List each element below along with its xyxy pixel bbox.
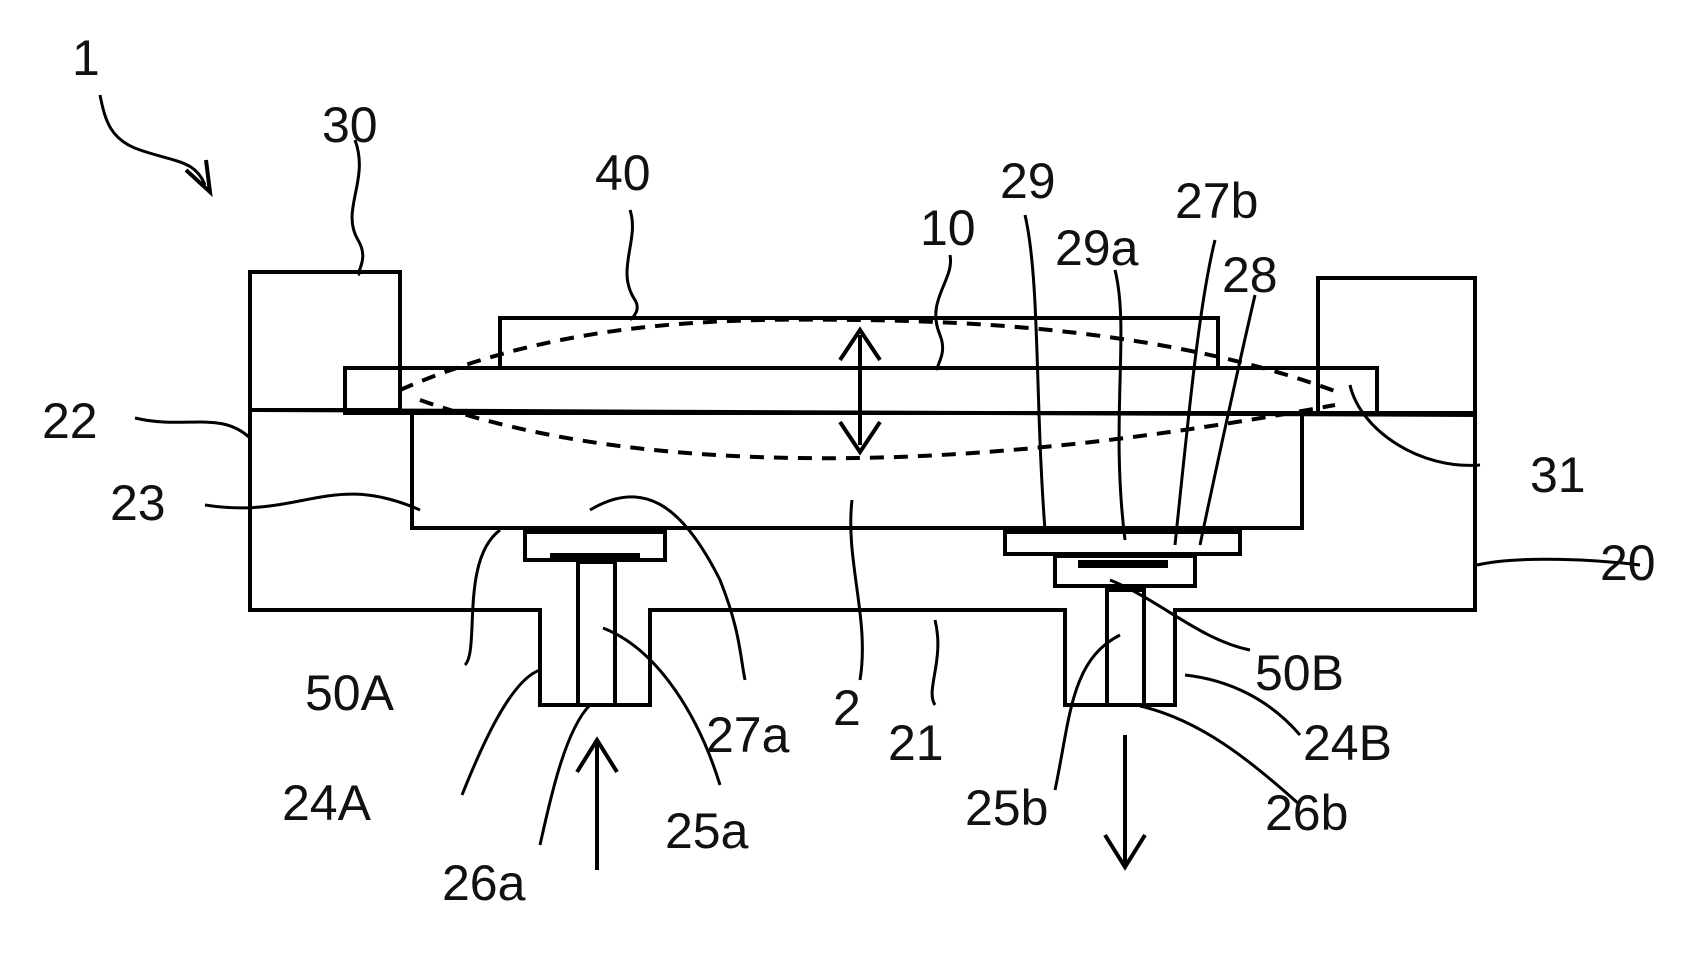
label-part-31: 31 xyxy=(1530,447,1586,503)
frame-left xyxy=(250,272,400,410)
outlet-channel xyxy=(1107,590,1144,705)
outlet-arrow-icon xyxy=(1105,735,1145,867)
label-base: 20 xyxy=(1600,535,1656,591)
label-part-27a: 27a xyxy=(706,707,790,763)
label-device: 1 xyxy=(72,30,100,86)
label-part-29: 29 xyxy=(1000,153,1056,209)
label-part-24B: 24B xyxy=(1303,715,1392,771)
inlet-channel xyxy=(578,562,615,705)
valve-plate-50B xyxy=(1078,560,1168,568)
frame-right xyxy=(1318,278,1475,413)
leader-lines xyxy=(100,95,1640,845)
label-part-26b: 26b xyxy=(1265,785,1348,841)
label-frame: 30 xyxy=(322,97,378,153)
label-part-50A: 50A xyxy=(305,665,395,721)
inlet-arrow-icon xyxy=(577,740,617,870)
label-part-27b: 27b xyxy=(1175,173,1258,229)
label-part-22: 22 xyxy=(42,393,98,449)
label-part-21: 21 xyxy=(888,715,944,771)
label-part-25b: 25b xyxy=(965,780,1048,836)
label-part-26a: 26a xyxy=(442,855,526,911)
label-part-50B: 50B xyxy=(1255,645,1344,701)
label-part-29a: 29a xyxy=(1055,220,1139,276)
valve-seat-right xyxy=(1005,532,1240,554)
label-part-23: 23 xyxy=(110,475,166,531)
valve-plate-50A xyxy=(550,553,640,561)
label-weight: 40 xyxy=(595,145,651,201)
label-part-28: 28 xyxy=(1222,247,1278,303)
label-membrane: 10 xyxy=(920,200,976,256)
label-chamber: 2 xyxy=(833,680,861,736)
vibration-arrow-icon xyxy=(840,330,880,452)
label-part-25a: 25a xyxy=(665,803,749,859)
label-part-24A: 24A xyxy=(282,775,372,831)
